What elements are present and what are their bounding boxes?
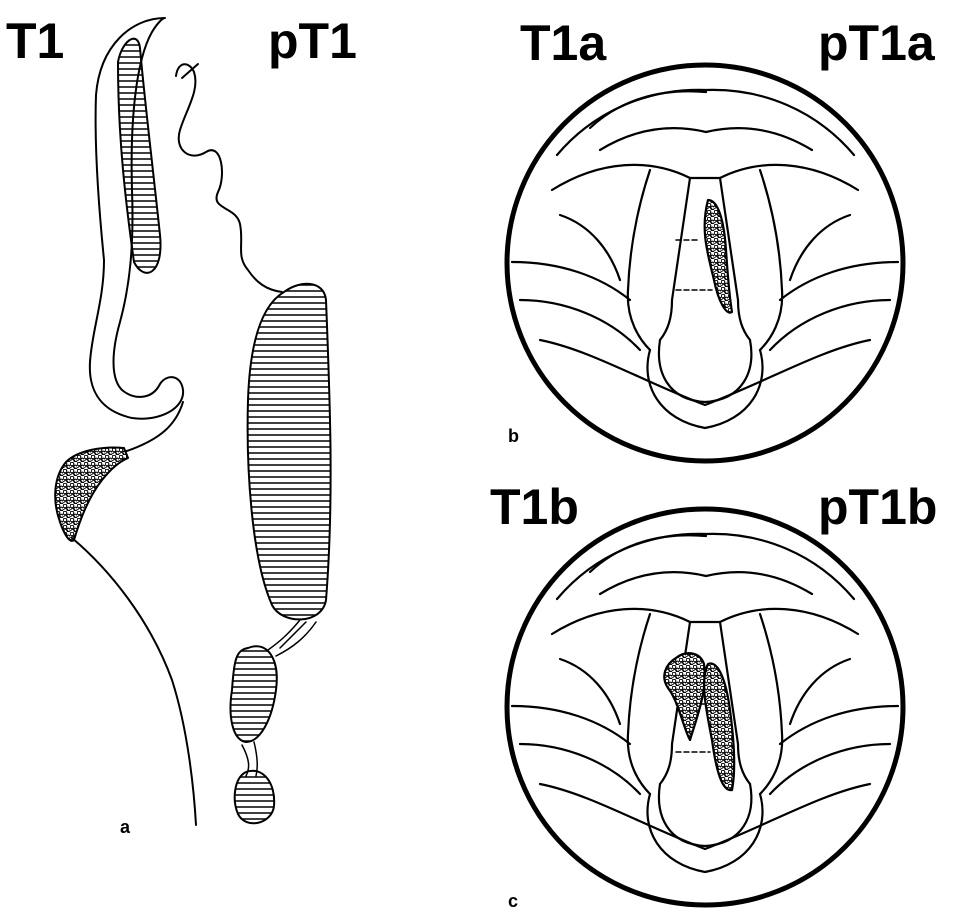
posterior-wall-line (176, 64, 282, 292)
tumor-one-vocal-fold (705, 200, 732, 313)
panel-a-left-label: T1 (6, 16, 64, 66)
cricothyroid-membrane (268, 620, 316, 656)
false-cord-right-b (760, 170, 782, 350)
panel-b-letter: b (508, 427, 519, 445)
tumor-left-vocal-fold (664, 653, 705, 740)
epiglottis-rim-c (552, 609, 858, 634)
panel-a-sagittal-drawing (55, 18, 330, 825)
tongue-base-b (557, 90, 854, 155)
thyroid-cartilage (248, 284, 331, 620)
panel-a-right-label: pT1 (268, 16, 357, 66)
panel-a-letter: a (120, 818, 130, 836)
tumor-vocal-fold (55, 448, 128, 541)
panel-c-laryngoscopic-drawing (507, 509, 903, 905)
cricoid-cartilage (231, 646, 277, 742)
tongue-base-c (557, 534, 854, 599)
false-cord-right-c (760, 614, 782, 794)
epiglottic-cartilage (118, 39, 161, 273)
panel-c-letter: c (508, 892, 518, 910)
subglottic-wall (72, 538, 196, 825)
vocal-fold-left-b (660, 178, 690, 340)
panel-b-left-label: T1a (520, 18, 606, 68)
panel-c-left-label: T1b (490, 482, 579, 532)
panel-c-right-label: pT1b (818, 482, 937, 532)
false-cord-left-c (628, 614, 650, 794)
epiglottis-rim-b (552, 165, 858, 190)
panel-b-laryngoscopic-drawing (507, 65, 903, 461)
false-cord-left-b (628, 170, 650, 350)
panel-b-right-label: pT1a (818, 18, 935, 68)
tracheal-ring (235, 771, 274, 824)
